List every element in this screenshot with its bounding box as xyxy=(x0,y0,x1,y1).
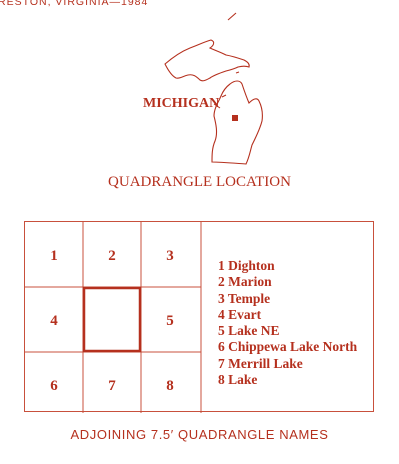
index-grid xyxy=(25,222,202,413)
cell-8-label: 8 xyxy=(166,378,174,394)
list-item: 4 Evart xyxy=(218,306,262,322)
adjoining-quadrangles-title: ADJOINING 7.5′ QUADRANGLE NAMES xyxy=(70,427,329,442)
quadrangle-location-marker xyxy=(232,115,238,121)
cell-4-label: 4 xyxy=(50,313,58,329)
quadrangle-names-list: 1 Dighton 2 Marion 3 Temple 4 Evart 5 La… xyxy=(218,258,357,388)
cell-3-label: 3 xyxy=(166,248,174,264)
cell-2-label: 2 xyxy=(108,248,116,264)
list-item: 5 Lake NE xyxy=(218,323,280,339)
quadrangle-location-title: QUADRANGLE LOCATION xyxy=(108,174,291,190)
list-item: 3 Temple xyxy=(218,290,271,306)
state-label: MICHIGAN xyxy=(143,96,220,111)
upper-peninsula-outline xyxy=(164,39,250,82)
list-item: 7 Merrill Lake xyxy=(218,355,303,371)
cell-6-label: 6 xyxy=(50,378,58,394)
cell-5-label: 5 xyxy=(166,313,174,329)
list-item: 1 Dighton xyxy=(218,258,275,273)
cell-7-label: 7 xyxy=(108,378,116,394)
cell-1-label: 1 xyxy=(50,248,58,264)
list-item: 6 Chippewa Lake North xyxy=(218,339,358,355)
location-map: MICHIGAN xyxy=(0,0,399,200)
current-quadrangle-box xyxy=(82,286,142,353)
adjoining-quadrangles-index: 1 2 3 4 5 6 7 8 1 Dighton 2 Marion 3 Tem… xyxy=(24,221,374,413)
label-leader-line xyxy=(213,103,221,109)
list-item: 2 Marion xyxy=(218,274,272,290)
michigan-outline xyxy=(164,12,263,165)
list-item: 8 Lake xyxy=(218,372,258,388)
publisher-caption: RESTON, VIRGINIA—1984 xyxy=(0,0,149,8)
isle-royale-outline xyxy=(227,12,237,21)
lower-peninsula-outline xyxy=(211,80,263,165)
